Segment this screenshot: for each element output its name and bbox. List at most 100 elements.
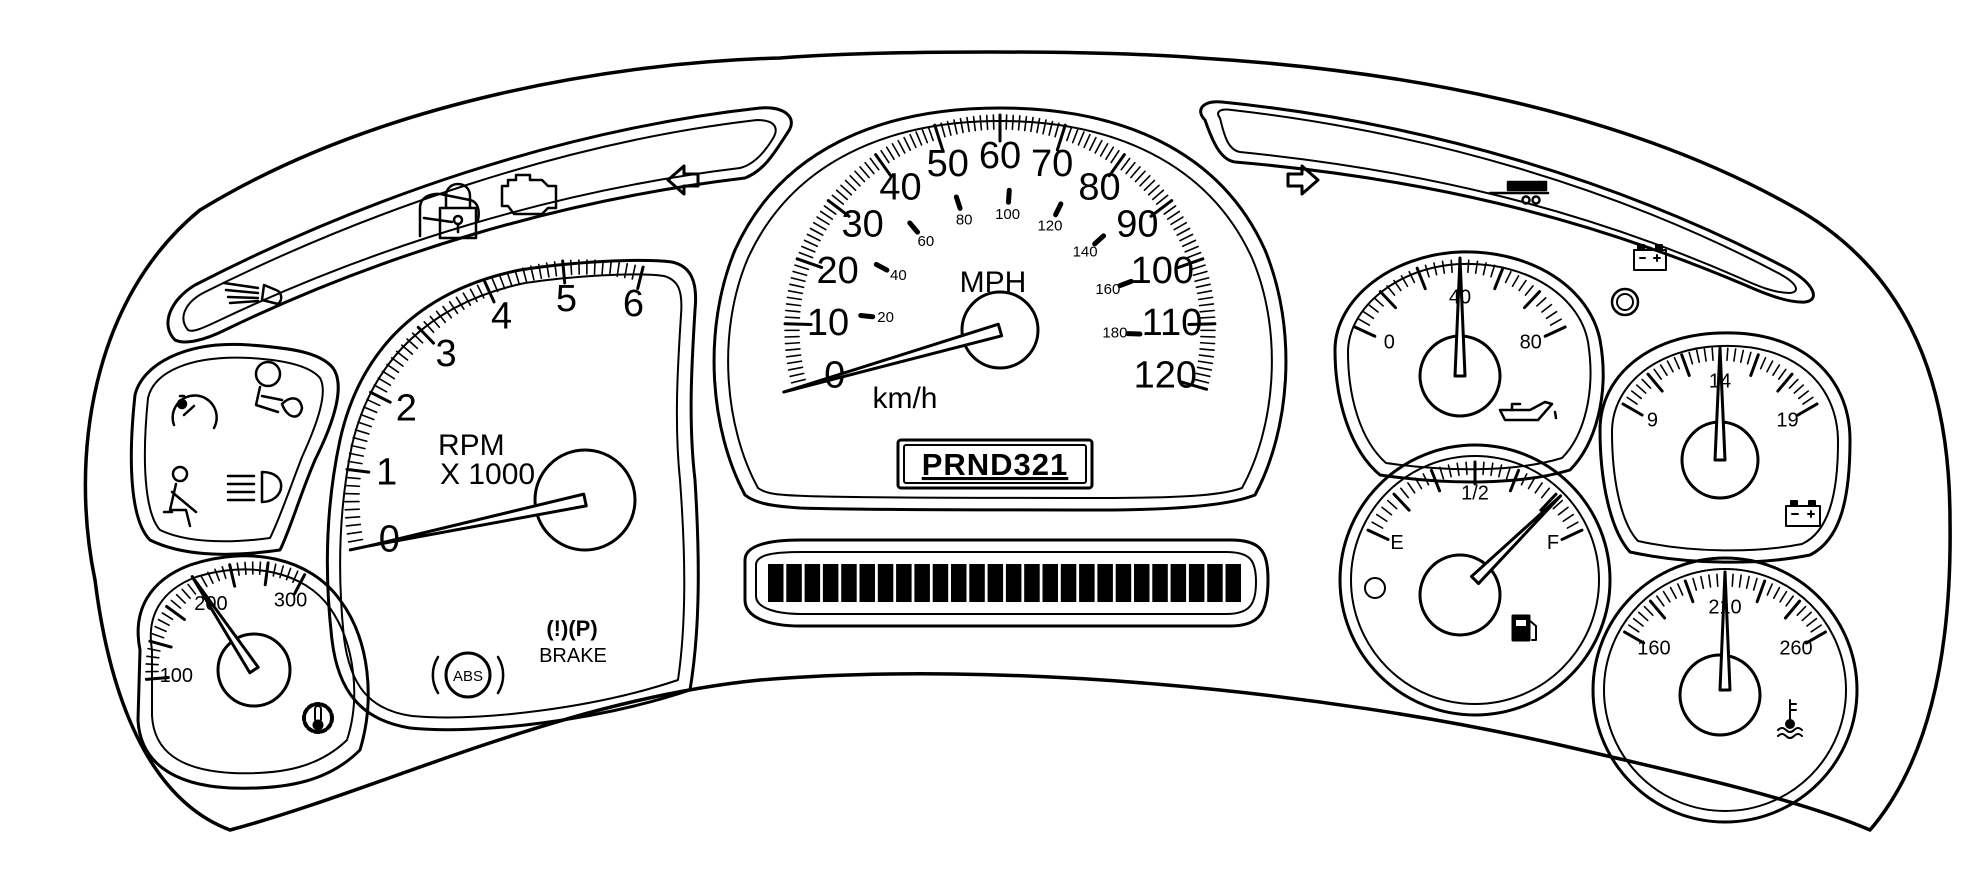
odometer-segment — [841, 564, 857, 602]
coolant-tick — [1628, 624, 1640, 633]
volt-tick — [1772, 364, 1781, 376]
speedo-tick — [1155, 194, 1169, 205]
volt-tick — [1695, 349, 1701, 363]
tach-tick — [529, 265, 535, 281]
oil-tick — [1386, 285, 1396, 296]
volt-tick — [1766, 360, 1774, 373]
trans-tick — [244, 561, 247, 576]
transmission-temp-gauge: 100200300 — [136, 554, 370, 790]
speedo-tick — [787, 366, 804, 371]
speedo-tick — [1139, 174, 1151, 187]
volt-tick — [1659, 364, 1668, 376]
speedo-mph-label: 50 — [927, 143, 969, 185]
speedometer-hub — [960, 290, 1040, 370]
fuel-tick — [1375, 513, 1388, 523]
check-engine-icon — [500, 173, 558, 216]
fuel-tick — [1447, 464, 1452, 478]
fuel-tick — [1505, 466, 1511, 480]
trans-tick — [221, 565, 227, 580]
fuel-label: F — [1547, 532, 1559, 554]
oil-tick — [1490, 264, 1496, 278]
speedo-kmh-label: 120 — [1037, 217, 1062, 234]
tach-tick — [345, 476, 361, 480]
trans-tick — [207, 571, 214, 585]
odometer-segment — [1005, 564, 1022, 602]
fuel-tick — [1540, 487, 1551, 499]
speedo-kmh-tick — [1053, 201, 1064, 218]
fuel-tick — [1414, 477, 1423, 490]
speedo-tick — [1163, 205, 1177, 215]
speedo-tick — [1149, 199, 1174, 218]
speedo-tick — [835, 189, 849, 201]
speedo-tick — [985, 114, 989, 131]
odometer-segment — [987, 564, 1004, 602]
oil-tick — [1393, 279, 1402, 292]
speedo-tick — [1199, 341, 1216, 345]
speedo-mph-label: 30 — [841, 204, 883, 246]
odometer-segment — [932, 564, 949, 602]
speedo-kmh-tick — [907, 220, 921, 235]
speedo-mph-label: 100 — [1131, 250, 1194, 292]
tach-tick — [354, 429, 370, 435]
speedo-mph-label: 20 — [817, 250, 859, 292]
speedo-tick — [789, 283, 805, 289]
odometer-segment — [1170, 564, 1187, 602]
trans-tick — [228, 563, 237, 588]
speedo-tick — [790, 378, 806, 384]
trans-tick — [151, 632, 165, 639]
speedo-tick — [854, 170, 866, 183]
speedo-tick — [1196, 366, 1213, 371]
coolant-tick — [1785, 595, 1794, 607]
speedo-tick — [792, 270, 808, 277]
odometer-segment — [1079, 564, 1095, 602]
speedo-tick — [1195, 283, 1211, 289]
seatbelt-icon — [162, 465, 198, 528]
fuel-tick — [1508, 468, 1521, 493]
trans-tick — [154, 625, 167, 633]
odometer-segment — [896, 564, 912, 602]
tach-tick — [593, 259, 596, 275]
speedo-tick — [794, 264, 810, 271]
tach-label: 6 — [623, 283, 644, 325]
tach-tick — [359, 413, 375, 421]
headlamp-icon — [222, 281, 283, 306]
fuel-tick — [1392, 492, 1411, 512]
speedo-tick — [1192, 270, 1208, 277]
odometer-display-segments — [768, 564, 1241, 602]
tach-tick — [429, 315, 441, 329]
tach-tick — [553, 261, 558, 277]
speedo-tick — [953, 119, 958, 135]
speedo-tick — [1083, 133, 1091, 149]
speedo-tick — [959, 117, 964, 134]
speedo-tick — [1030, 116, 1034, 133]
right-telltale-panel — [1199, 100, 1815, 304]
speedo-tick — [1071, 128, 1079, 144]
fuel-tick — [1557, 506, 1569, 516]
fuel-tick — [1399, 487, 1410, 499]
trans-tick — [236, 562, 240, 576]
tach-label: 2 — [396, 387, 417, 429]
speedo-tick — [819, 210, 834, 220]
volt-tick — [1796, 402, 1819, 417]
speedo-tick — [786, 360, 803, 365]
coolant-tick — [1637, 611, 1649, 622]
volt-tick — [1759, 356, 1767, 370]
speedo-tick — [979, 115, 983, 131]
fuel-tick — [1386, 499, 1398, 510]
prnd-text: PRND321 — [922, 447, 1069, 482]
coolant-tick — [1683, 579, 1695, 604]
speedo-tick — [1099, 143, 1109, 157]
speedo-kmh-label: 40 — [890, 267, 907, 284]
oil-tick — [1493, 266, 1505, 291]
volt-tick — [1673, 356, 1681, 370]
trans-tick — [157, 618, 170, 627]
trans-tick — [181, 588, 191, 600]
speedo-mph-label: 70 — [1031, 143, 1073, 185]
fuel-needle — [1469, 494, 1563, 586]
tach-tick — [601, 259, 604, 276]
coolant-tick — [1801, 611, 1813, 622]
odometer-display-frame — [743, 538, 1270, 628]
volt-tick — [1749, 353, 1760, 377]
coolant-temp-icon — [1777, 699, 1803, 739]
